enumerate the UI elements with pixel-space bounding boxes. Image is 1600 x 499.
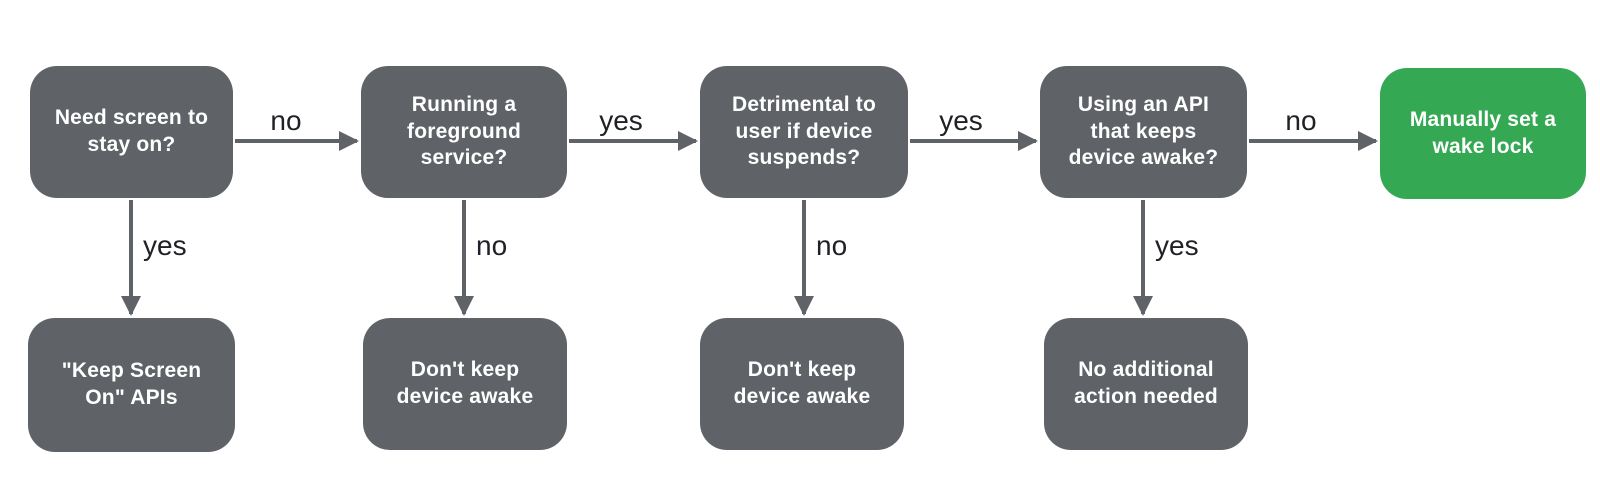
node-label: Manually set a wake lock bbox=[1409, 107, 1557, 158]
node-label: Running a foreground service? bbox=[407, 93, 521, 170]
node-outcome-keep-screen-on-apis: "Keep Screen On" APIs bbox=[28, 318, 235, 452]
node-question-detrimental-suspend: Detrimental to user if device suspends? bbox=[700, 66, 908, 198]
node-outcome-dont-keep-awake-1: Don't keep device awake bbox=[363, 318, 567, 450]
node-outcome-no-additional-action: No additional action needed bbox=[1044, 318, 1248, 450]
edge-label-yes-to-detrimental: yes bbox=[599, 105, 643, 136]
node-label: No additional action needed bbox=[1074, 358, 1218, 408]
node-question-need-screen-on: Need screen to stay on? bbox=[30, 66, 233, 198]
node-question-api-keeps-awake: Using an API that keeps device awake? bbox=[1040, 66, 1247, 198]
edge-label-yes-to-api: yes bbox=[939, 105, 983, 136]
edge-label-yes-to-no-action: yes bbox=[1155, 230, 1199, 261]
node-label: "Keep Screen On" APIs bbox=[61, 359, 202, 409]
edge-label-no-to-dont-keep-1: no bbox=[476, 230, 508, 261]
edge-label-yes-to-keep-screen-on: yes bbox=[143, 230, 187, 261]
node-label: Using an API that keeps device awake? bbox=[1068, 93, 1219, 170]
edge-label-no-to-wake-lock: no bbox=[1285, 105, 1317, 136]
node-label: Don't keep device awake bbox=[396, 358, 534, 408]
node-label: Don't keep device awake bbox=[733, 358, 871, 408]
node-outcome-dont-keep-awake-2: Don't keep device awake bbox=[700, 318, 904, 450]
edge-label-no-to-foreground: no bbox=[270, 105, 302, 136]
node-label: Detrimental to user if device suspends? bbox=[732, 93, 876, 170]
node-outcome-manual-wake-lock: Manually set a wake lock bbox=[1380, 68, 1586, 199]
node-question-foreground-service: Running a foreground service? bbox=[361, 66, 567, 198]
edge-label-no-to-dont-keep-2: no bbox=[816, 230, 848, 261]
node-label: Need screen to stay on? bbox=[54, 106, 209, 156]
